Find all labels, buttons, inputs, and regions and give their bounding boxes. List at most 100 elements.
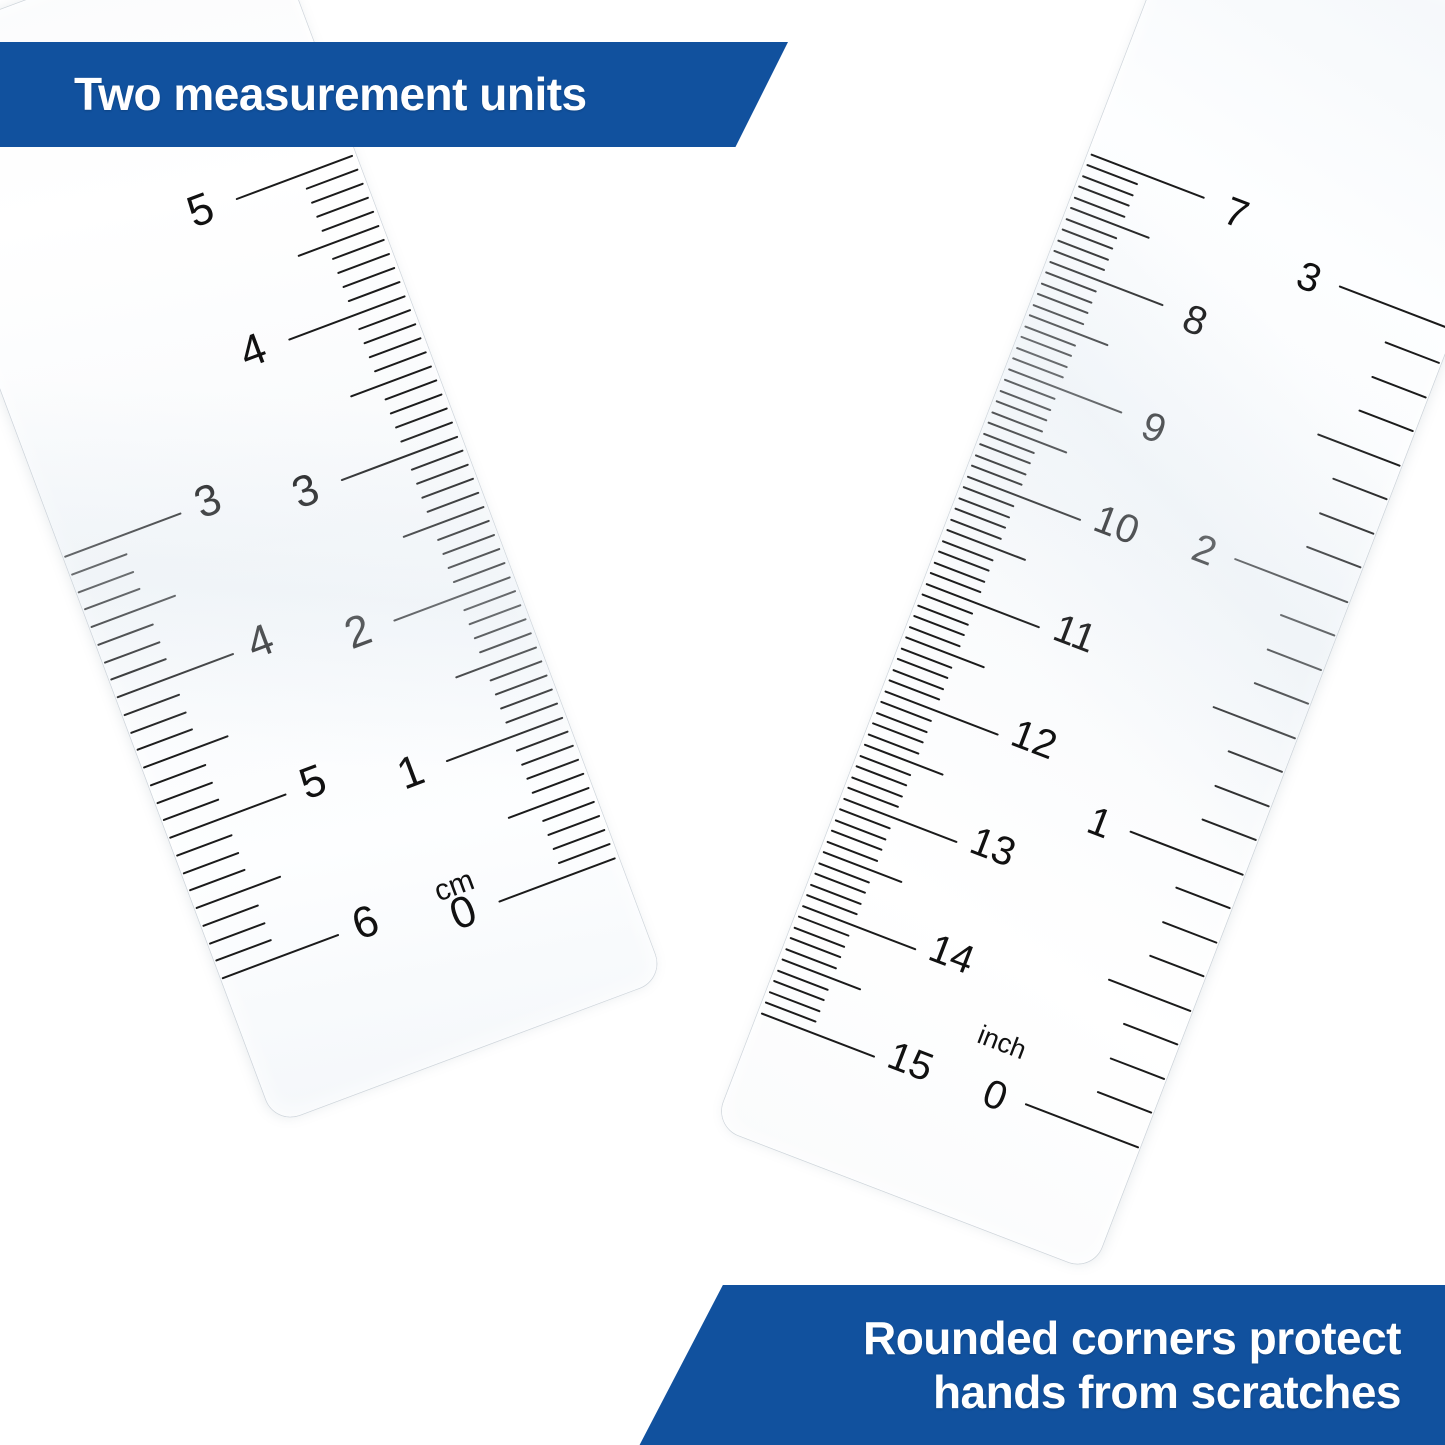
- ruler-tick: [847, 786, 899, 809]
- ruler-tick: [1109, 1057, 1166, 1081]
- ruler-tick: [912, 615, 965, 637]
- ruler-tick: [855, 765, 907, 787]
- ruler-tick: [156, 780, 214, 804]
- ruler-tick: [1384, 342, 1440, 365]
- ruler-number-inch-3: 3: [187, 473, 228, 529]
- ruler-number-inch-0: 0: [977, 1071, 1014, 1121]
- ruler-tick: [1011, 357, 1064, 379]
- ruler-tick: [1201, 819, 1257, 842]
- ruler-tick: [1090, 153, 1205, 199]
- ruler-tick: [1096, 1091, 1153, 1115]
- ruler-tick: [1234, 557, 1349, 604]
- ruler-tick: [896, 658, 949, 680]
- ruler-tick: [843, 797, 958, 844]
- ruler-tick: [1107, 978, 1192, 1013]
- ruler-tick: [182, 851, 240, 874]
- ruler-tick: [103, 640, 161, 664]
- ruler-tick: [1122, 1023, 1179, 1047]
- ruler-number-inch-5: 5: [292, 754, 334, 810]
- ruler-tick: [805, 894, 858, 916]
- ruler-tick: [507, 786, 590, 820]
- ruler-tick: [772, 980, 825, 1002]
- ruler-tick: [1316, 433, 1401, 467]
- ruler-tick: [142, 734, 230, 769]
- ruler-number-cm-3: 3: [285, 463, 326, 519]
- ruler-tick: [937, 550, 990, 572]
- ruler-tick: [162, 798, 220, 822]
- ruler-tick: [925, 582, 1040, 629]
- ruler-number-cm-12: 12: [1005, 711, 1063, 769]
- banner-top-text: Two measurement units: [74, 68, 587, 121]
- ruler-tick: [760, 1012, 875, 1058]
- ruler-tick: [1371, 376, 1427, 399]
- ruler-tick: [830, 829, 883, 852]
- ruler-tick: [884, 690, 999, 736]
- ruler-tick: [208, 921, 266, 945]
- ruler-tick: [1227, 750, 1283, 774]
- ruler-tick: [954, 507, 1006, 529]
- ruler-tick: [195, 875, 282, 910]
- ruler-number-cm-14: 14: [922, 925, 981, 983]
- banner-rounded-corners: Rounded corners protect hands from scrat…: [639, 1285, 1445, 1445]
- ruler-number-cm-4: 4: [232, 323, 273, 378]
- ruler-tick: [136, 728, 194, 751]
- ruler-tick: [349, 365, 433, 398]
- ruler-tick: [1319, 512, 1375, 536]
- ruler-number-cm-15: 15: [881, 1033, 939, 1091]
- ruler-number-cm-10: 10: [1087, 496, 1145, 554]
- ruler-tick: [1212, 705, 1297, 740]
- ruler-number-cm-5: 5: [180, 182, 221, 238]
- ruler-tick: [1025, 1103, 1140, 1149]
- ruler-tick: [1339, 285, 1445, 331]
- ruler-tick: [402, 505, 485, 539]
- ruler-tick: [1305, 546, 1362, 570]
- ruler-tick: [1036, 293, 1089, 315]
- ruler-tick: [801, 904, 917, 951]
- ruler-tick: [995, 400, 1048, 422]
- ruler-number-cm-13: 13: [963, 818, 1022, 876]
- ruler-tick: [1007, 368, 1123, 414]
- ruler-tick: [168, 793, 287, 840]
- ruler-tick: [1077, 185, 1130, 207]
- ruler-tick: [1162, 921, 1218, 944]
- ruler-tick: [123, 693, 181, 716]
- ruler-tick: [1053, 250, 1105, 272]
- ruler-tick: [149, 763, 207, 787]
- ruler-tick: [129, 710, 187, 734]
- ruler-number-inch-6: 6: [345, 895, 386, 950]
- ruler-number-inch-4: 4: [240, 614, 281, 669]
- ruler-number-cm-9: 9: [1135, 403, 1172, 453]
- ruler-number-cm-1: 1: [390, 744, 431, 800]
- ruler-tick: [871, 722, 924, 744]
- ruler-tick: [970, 464, 1023, 487]
- ruler-tick: [789, 937, 841, 959]
- ruler-tick: [978, 443, 1031, 465]
- ruler-tick: [215, 939, 273, 962]
- ruler-tick: [1214, 784, 1270, 808]
- ruler-tick: [188, 868, 246, 892]
- ruler-tick: [1253, 682, 1310, 706]
- ruler-tick: [1061, 228, 1113, 250]
- ruler-tick: [888, 679, 940, 701]
- ruler-tick: [97, 622, 154, 646]
- ruler-tick: [966, 475, 1081, 521]
- ruler-number-cm-8: 8: [1176, 296, 1213, 346]
- ruler-number-cm-2: 2: [337, 604, 378, 659]
- ruler-tick: [221, 933, 339, 980]
- ruler-tick: [116, 652, 234, 699]
- ruler-tick: [1049, 260, 1164, 307]
- ruler-tick: [454, 646, 538, 679]
- ruler-number-cm-11: 11: [1047, 605, 1102, 662]
- ruler-number-inch-1: 1: [1081, 798, 1119, 848]
- ruler-number-inch-3: 3: [1290, 253, 1328, 303]
- ruler-tick: [814, 872, 866, 895]
- ruler-number-cm-7: 7: [1217, 188, 1255, 238]
- ruler-tick: [110, 658, 168, 681]
- banner-bottom-text: Rounded corners protect hands from scrat…: [862, 1311, 1402, 1418]
- ruler-tick: [63, 512, 182, 559]
- ruler-tick: [1149, 955, 1205, 978]
